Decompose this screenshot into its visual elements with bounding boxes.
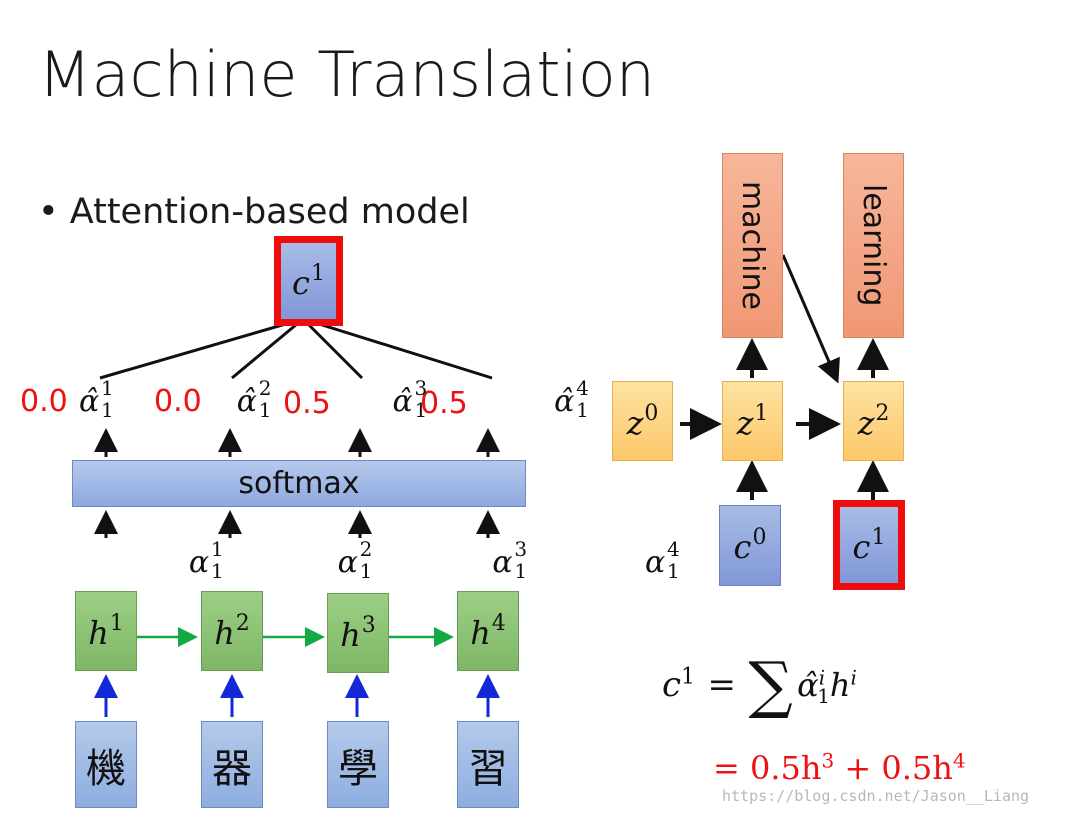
- weight-value-2: 0.0: [154, 384, 202, 419]
- weight-value-4: 0.5: [420, 386, 468, 421]
- input-token-1: 機: [75, 721, 137, 808]
- input-token-4: 習: [457, 721, 519, 808]
- input-token-2: 器: [201, 721, 263, 808]
- output-token-machine: machine: [722, 153, 783, 338]
- context-vector-c1: c1: [274, 236, 343, 326]
- decoder-state-z1: z1: [722, 381, 783, 461]
- machine-z2-arrow: [781, 254, 840, 384]
- bullet-text: Attention-based model: [69, 192, 470, 232]
- softmax-label: softmax: [238, 466, 360, 501]
- hidden-state-h3: h3: [327, 593, 389, 673]
- decoder-state-z2: z2: [843, 381, 904, 461]
- input-token-3: 學: [327, 721, 389, 808]
- decoder-state-z0: z0: [612, 381, 673, 461]
- hidden-state-h2: h2: [201, 591, 263, 671]
- hidden-state-h4: h4: [457, 591, 519, 671]
- weight-value-3: 0.5: [283, 386, 331, 421]
- decoder-context-c0: c0: [719, 505, 781, 586]
- page-title: Machine Translation: [38, 38, 656, 111]
- output-token-learning: learning: [843, 153, 904, 338]
- c1-label: c1: [292, 260, 325, 302]
- equation-line-1: c1 = ∑ α̂i1hi: [662, 648, 857, 721]
- weight-line-4: [302, 317, 493, 380]
- watermark: https://blog.csdn.net/Jason__Liang: [722, 787, 1030, 805]
- decoder-context-c1: c1: [833, 500, 905, 590]
- equation-line-2: = 0.5h3 + 0.5h4: [713, 748, 966, 787]
- weight-value-1: 0.0: [20, 384, 68, 419]
- weight-line-2: [231, 317, 304, 380]
- softmax-layer: softmax: [72, 460, 526, 507]
- bullet-item: • Attention-based model: [38, 192, 470, 232]
- weight-line-1: [99, 317, 304, 380]
- weight-line-3: [301, 317, 364, 380]
- hidden-state-h1: h1: [75, 591, 137, 671]
